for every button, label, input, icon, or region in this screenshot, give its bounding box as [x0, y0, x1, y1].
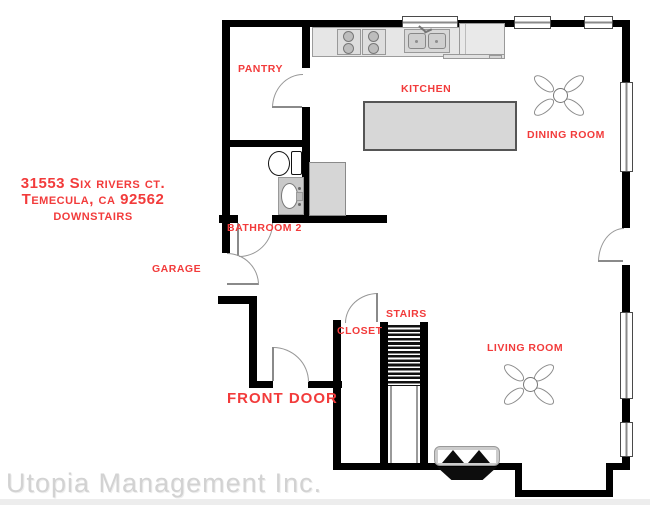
window-living-right-2	[620, 422, 633, 457]
toilet-icon	[268, 151, 290, 176]
wall-closet-left	[333, 320, 341, 470]
room-label-kitchen: KITCHEN	[401, 83, 452, 95]
utility-cabinet	[309, 162, 346, 216]
door-arc-pantry	[272, 74, 303, 108]
window-living-right-1	[620, 312, 633, 399]
faucet-dot	[298, 187, 301, 190]
bathroom-faucet	[296, 192, 303, 201]
address-line-3: downstairs	[53, 207, 133, 224]
door-leaf-front	[272, 347, 274, 381]
wall-right-a	[622, 20, 630, 82]
wall-entry-bottom-a	[253, 381, 273, 388]
fridge-icon	[459, 23, 505, 58]
wall-bottom-right	[606, 463, 630, 470]
bottom-edge-strip	[0, 499, 650, 505]
sink-drain	[435, 40, 438, 43]
room-label-bathroom: BATHROOM 2	[227, 222, 302, 234]
door-leaf-garage	[227, 283, 258, 285]
wall-alcove-right	[606, 463, 613, 497]
wall-entry-left	[249, 296, 257, 388]
fan-hub	[522, 376, 538, 392]
watermark-text: Utopia Management Inc.	[6, 468, 323, 498]
window-dining-right	[620, 82, 633, 172]
kitchen-island	[363, 101, 517, 151]
door-leaf-pantry	[272, 106, 302, 108]
stairs-rail-left	[390, 386, 392, 463]
burner-icon	[368, 43, 379, 54]
address-line-1: 31553 Six rivers ct.	[20, 175, 166, 192]
door-arc-closet	[345, 293, 378, 323]
wall-bath-bottom-left	[219, 215, 238, 223]
wall-stairs-right	[420, 322, 428, 470]
room-label-garage: GARAGE	[152, 263, 202, 275]
room-label-stairs: STAIRS	[386, 308, 427, 320]
door-arc-garage	[227, 253, 259, 285]
fridge-door-line	[465, 24, 466, 57]
fan-hub	[552, 87, 568, 103]
room-label-closet: CLOSET	[337, 325, 383, 337]
dishwasher-controls	[489, 55, 502, 59]
wall-right-c	[622, 265, 630, 312]
burner-icon	[368, 31, 379, 42]
wall-bottom-main	[333, 463, 522, 470]
wall-left-upper	[222, 20, 230, 253]
window-dining-top-2	[584, 16, 613, 29]
room-label-dining: DINING ROOM	[527, 129, 605, 141]
wall-pantry-right-a	[302, 20, 310, 68]
wall-entry-bottom-b	[308, 381, 342, 388]
fireplace-log-icon	[442, 450, 464, 463]
door-leaf-closet	[376, 293, 378, 322]
fireplace-hearth	[437, 467, 497, 480]
door-leaf-bathroom	[237, 223, 239, 256]
wall-right-e	[622, 455, 630, 470]
stairs-rail-right	[416, 386, 418, 463]
burner-icon	[343, 43, 354, 54]
door-arc-front	[273, 347, 309, 382]
sink-drain	[415, 40, 418, 43]
wall-bath-bottom-right	[272, 215, 387, 223]
ceiling-fan-icon-living	[501, 355, 557, 411]
room-label-pantry: PANTRY	[238, 63, 283, 75]
door-leaf-patio	[598, 260, 623, 262]
room-label-living: LIVING ROOM	[487, 342, 564, 354]
wall-pantry-bath-divider	[222, 140, 310, 147]
wall-alcove-left	[515, 463, 522, 497]
wall-stairs-left	[380, 322, 388, 470]
stairs-treads	[388, 325, 420, 386]
address-line-2: Temecula, ca 92562	[21, 191, 165, 208]
toilet-tank	[291, 151, 302, 175]
wall-garage-corner	[218, 296, 257, 304]
wall-pantry-right-b	[302, 107, 310, 222]
room-label-front-door: FRONT DOOR	[227, 390, 338, 407]
wall-alcove-bottom	[515, 490, 613, 497]
ceiling-fan-icon-dining	[531, 66, 587, 122]
burner-icon	[343, 31, 354, 42]
faucet-dot	[298, 203, 301, 206]
wall-right-b	[622, 170, 630, 228]
fireplace-log-icon	[468, 450, 490, 463]
dishwasher-icon	[443, 54, 505, 59]
door-arc-patio	[598, 228, 624, 262]
window-dining-top-1	[514, 16, 551, 29]
wall-right-d	[622, 397, 630, 422]
address-block: 31553 Six rivers ct. Temecula, ca 92562 …	[2, 176, 184, 224]
